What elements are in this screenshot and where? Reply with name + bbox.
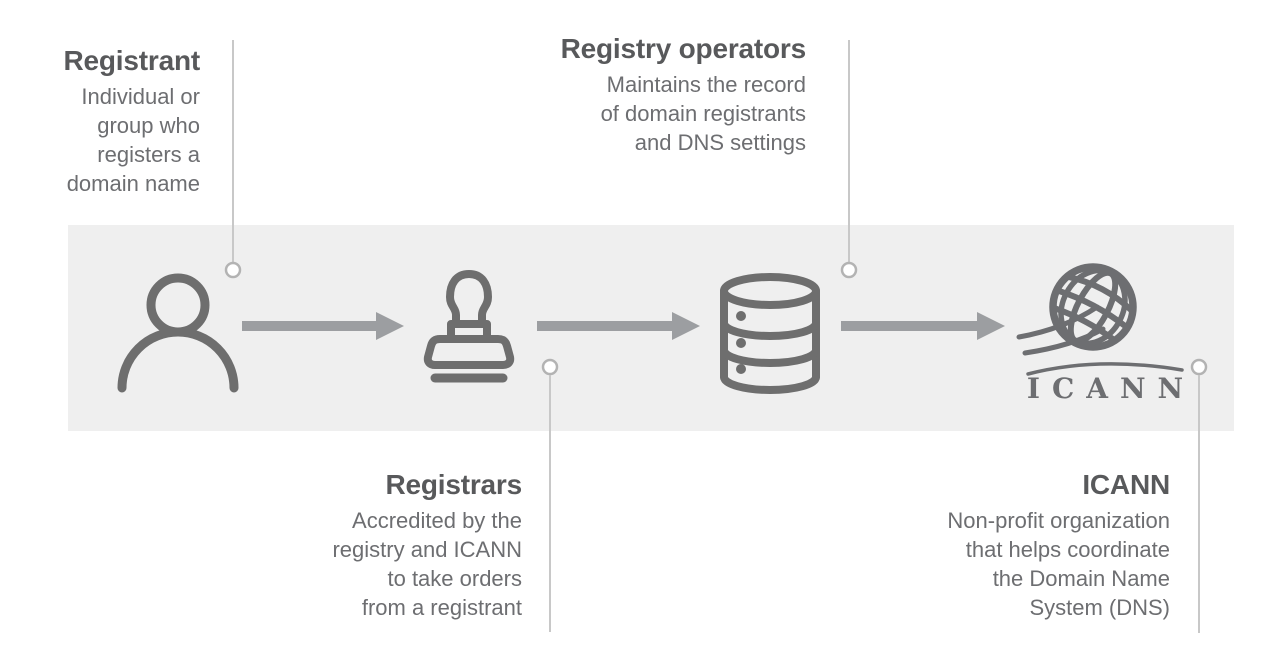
registrant-connector <box>224 40 242 279</box>
registry-operators-connector <box>840 40 858 279</box>
icann-globe-logo: ICANN <box>1016 263 1195 405</box>
database-icon <box>720 273 820 394</box>
registry-operators-description: Maintains the record of domain registran… <box>600 71 806 155</box>
registrant-label-block: Registrant Individual or group who regis… <box>63 44 201 198</box>
icann-title: ICANN <box>1082 469 1170 500</box>
registrars-label-block: Registrars Accredited by the registry an… <box>332 468 522 622</box>
connector-dot <box>840 261 858 279</box>
icann-wordmark: ICANN <box>1027 372 1195 405</box>
registrars-connector <box>541 358 559 632</box>
icann-label-block: ICANN Non-profit organization that helps… <box>947 468 1170 622</box>
flow-arrow-3 <box>841 312 1005 340</box>
registrars-description: Accredited by the registry and ICANN to … <box>332 507 522 620</box>
connector-dot <box>1190 358 1208 376</box>
registrant-title: Registrant <box>63 45 201 76</box>
wordmark-swoosh-arc <box>1026 362 1184 376</box>
globe-swoosh-line <box>1022 326 1106 356</box>
registry-operators-label-block: Registry operators Maintains the record … <box>560 32 807 157</box>
connector-dot <box>541 358 559 376</box>
person-icon <box>117 273 239 393</box>
rubber-stamp-icon <box>423 270 515 383</box>
flow-arrow-1 <box>242 312 404 340</box>
registrant-description: Individual or group who registers a doma… <box>66 83 200 196</box>
connector-dot <box>224 261 242 279</box>
flow-arrow-2 <box>537 312 700 340</box>
registrars-title: Registrars <box>385 469 522 500</box>
icann-description: Non-profit organization that helps coord… <box>947 507 1170 620</box>
globe-swoosh-line <box>1016 304 1100 340</box>
registry-operators-title: Registry operators <box>560 33 807 64</box>
icann-connector <box>1190 358 1208 633</box>
